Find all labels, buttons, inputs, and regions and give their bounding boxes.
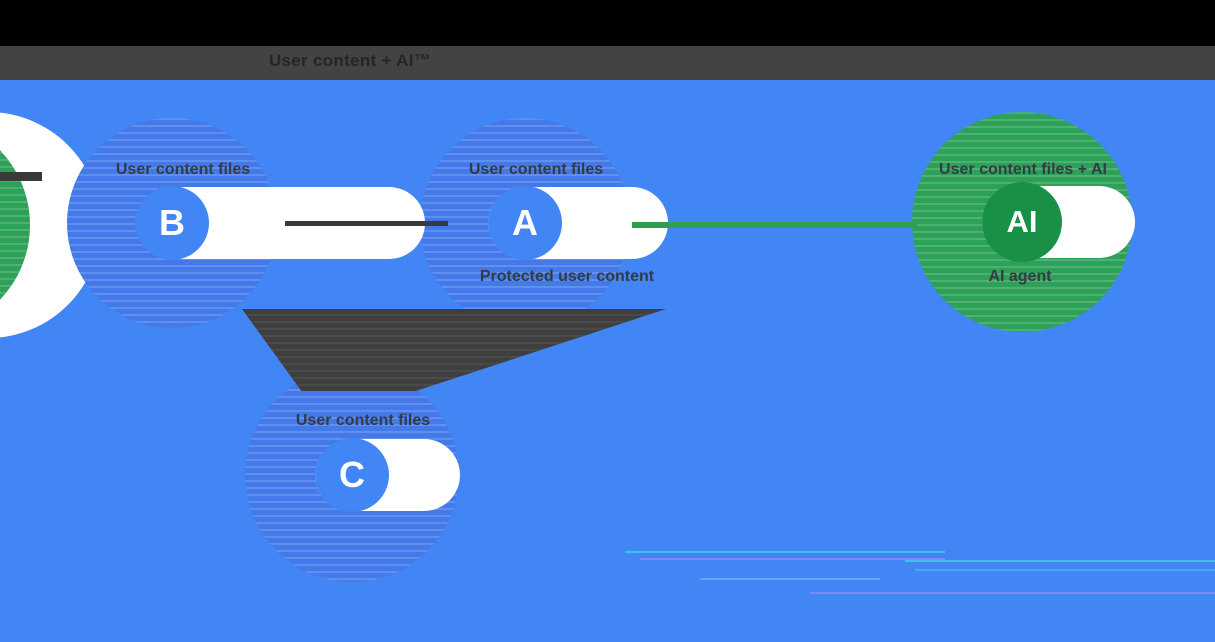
node-c-letter: C <box>339 454 365 495</box>
caption-above-node-c: User content files <box>295 412 431 429</box>
caption-below-node-a: Protected user content <box>479 268 655 285</box>
artifact-streak <box>640 558 945 560</box>
connector-b-to-a-line <box>285 221 448 226</box>
node-ai-circle: AI <box>982 182 1062 262</box>
node-a-letter: A <box>512 202 538 243</box>
caption-below-node-ai: AI agent <box>988 268 1052 285</box>
merge-funnel-shape <box>242 309 666 391</box>
artifact-streak <box>625 551 945 553</box>
artifact-streak <box>915 569 1215 571</box>
node-ai-letter: AI <box>1006 204 1038 239</box>
node-c-circle: C <box>315 438 389 512</box>
title-band: User content + AI™ <box>0 46 1215 80</box>
artifact-streak <box>810 592 1215 594</box>
top-black-bar <box>0 0 1215 46</box>
node-b-letter: B <box>159 202 185 243</box>
diagram-title: User content + AI™ <box>268 51 432 70</box>
connector-a-to-ai-line <box>632 222 917 228</box>
caption-above-node-b: User content files <box>115 161 251 178</box>
node-a-circle: A <box>488 186 562 260</box>
caption-above-node-ai: User content files + AI <box>939 161 1107 178</box>
left-partial-caption-fragment <box>0 172 42 181</box>
artifact-streak <box>905 560 1215 562</box>
caption-above-node-a: User content files <box>468 161 604 178</box>
node-b-circle: B <box>135 186 209 260</box>
artifact-streak <box>700 578 880 580</box>
